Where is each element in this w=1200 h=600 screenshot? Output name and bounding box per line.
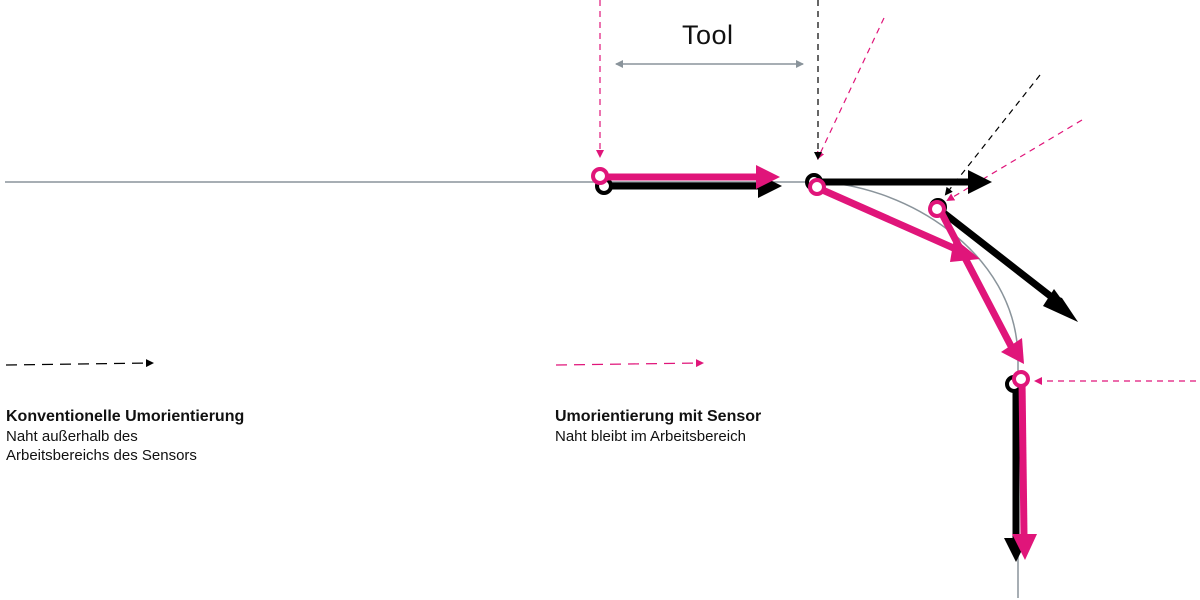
legend-conventional-subtitle: Naht außerhalb des Arbeitsbereichs des S… bbox=[6, 428, 197, 464]
conventional-tool-arrows bbox=[604, 170, 1078, 562]
sensor-ray-3 bbox=[946, 119, 1083, 202]
legend-conventional-swatch bbox=[5, 359, 154, 368]
legend-sensor-title: Umorientierung mit Sensor bbox=[555, 408, 762, 425]
conventional-ray-2 bbox=[944, 74, 1041, 196]
legend-sensor-subtitle: Naht bleibt im Arbeitsbereich bbox=[555, 428, 746, 445]
sensor-point-4 bbox=[1012, 370, 1030, 388]
legend-sensor-swatch bbox=[555, 359, 704, 368]
sensor-ray-2 bbox=[816, 17, 885, 160]
sensor-point-1 bbox=[591, 167, 609, 185]
seam-line bbox=[5, 181, 1019, 598]
sensor-tool-arrows bbox=[600, 165, 1037, 560]
sensor-point-2 bbox=[808, 178, 826, 196]
legend-conventional-title: Konventionelle Umorientierung bbox=[6, 408, 245, 425]
tool-label: Tool bbox=[682, 20, 734, 50]
legend-conventional: Konventionelle Umorientierung Naht außer… bbox=[6, 407, 266, 465]
legend-sensor: Umorientierung mit Sensor Naht bleibt im… bbox=[555, 407, 855, 446]
sensor-point-3 bbox=[928, 200, 946, 218]
